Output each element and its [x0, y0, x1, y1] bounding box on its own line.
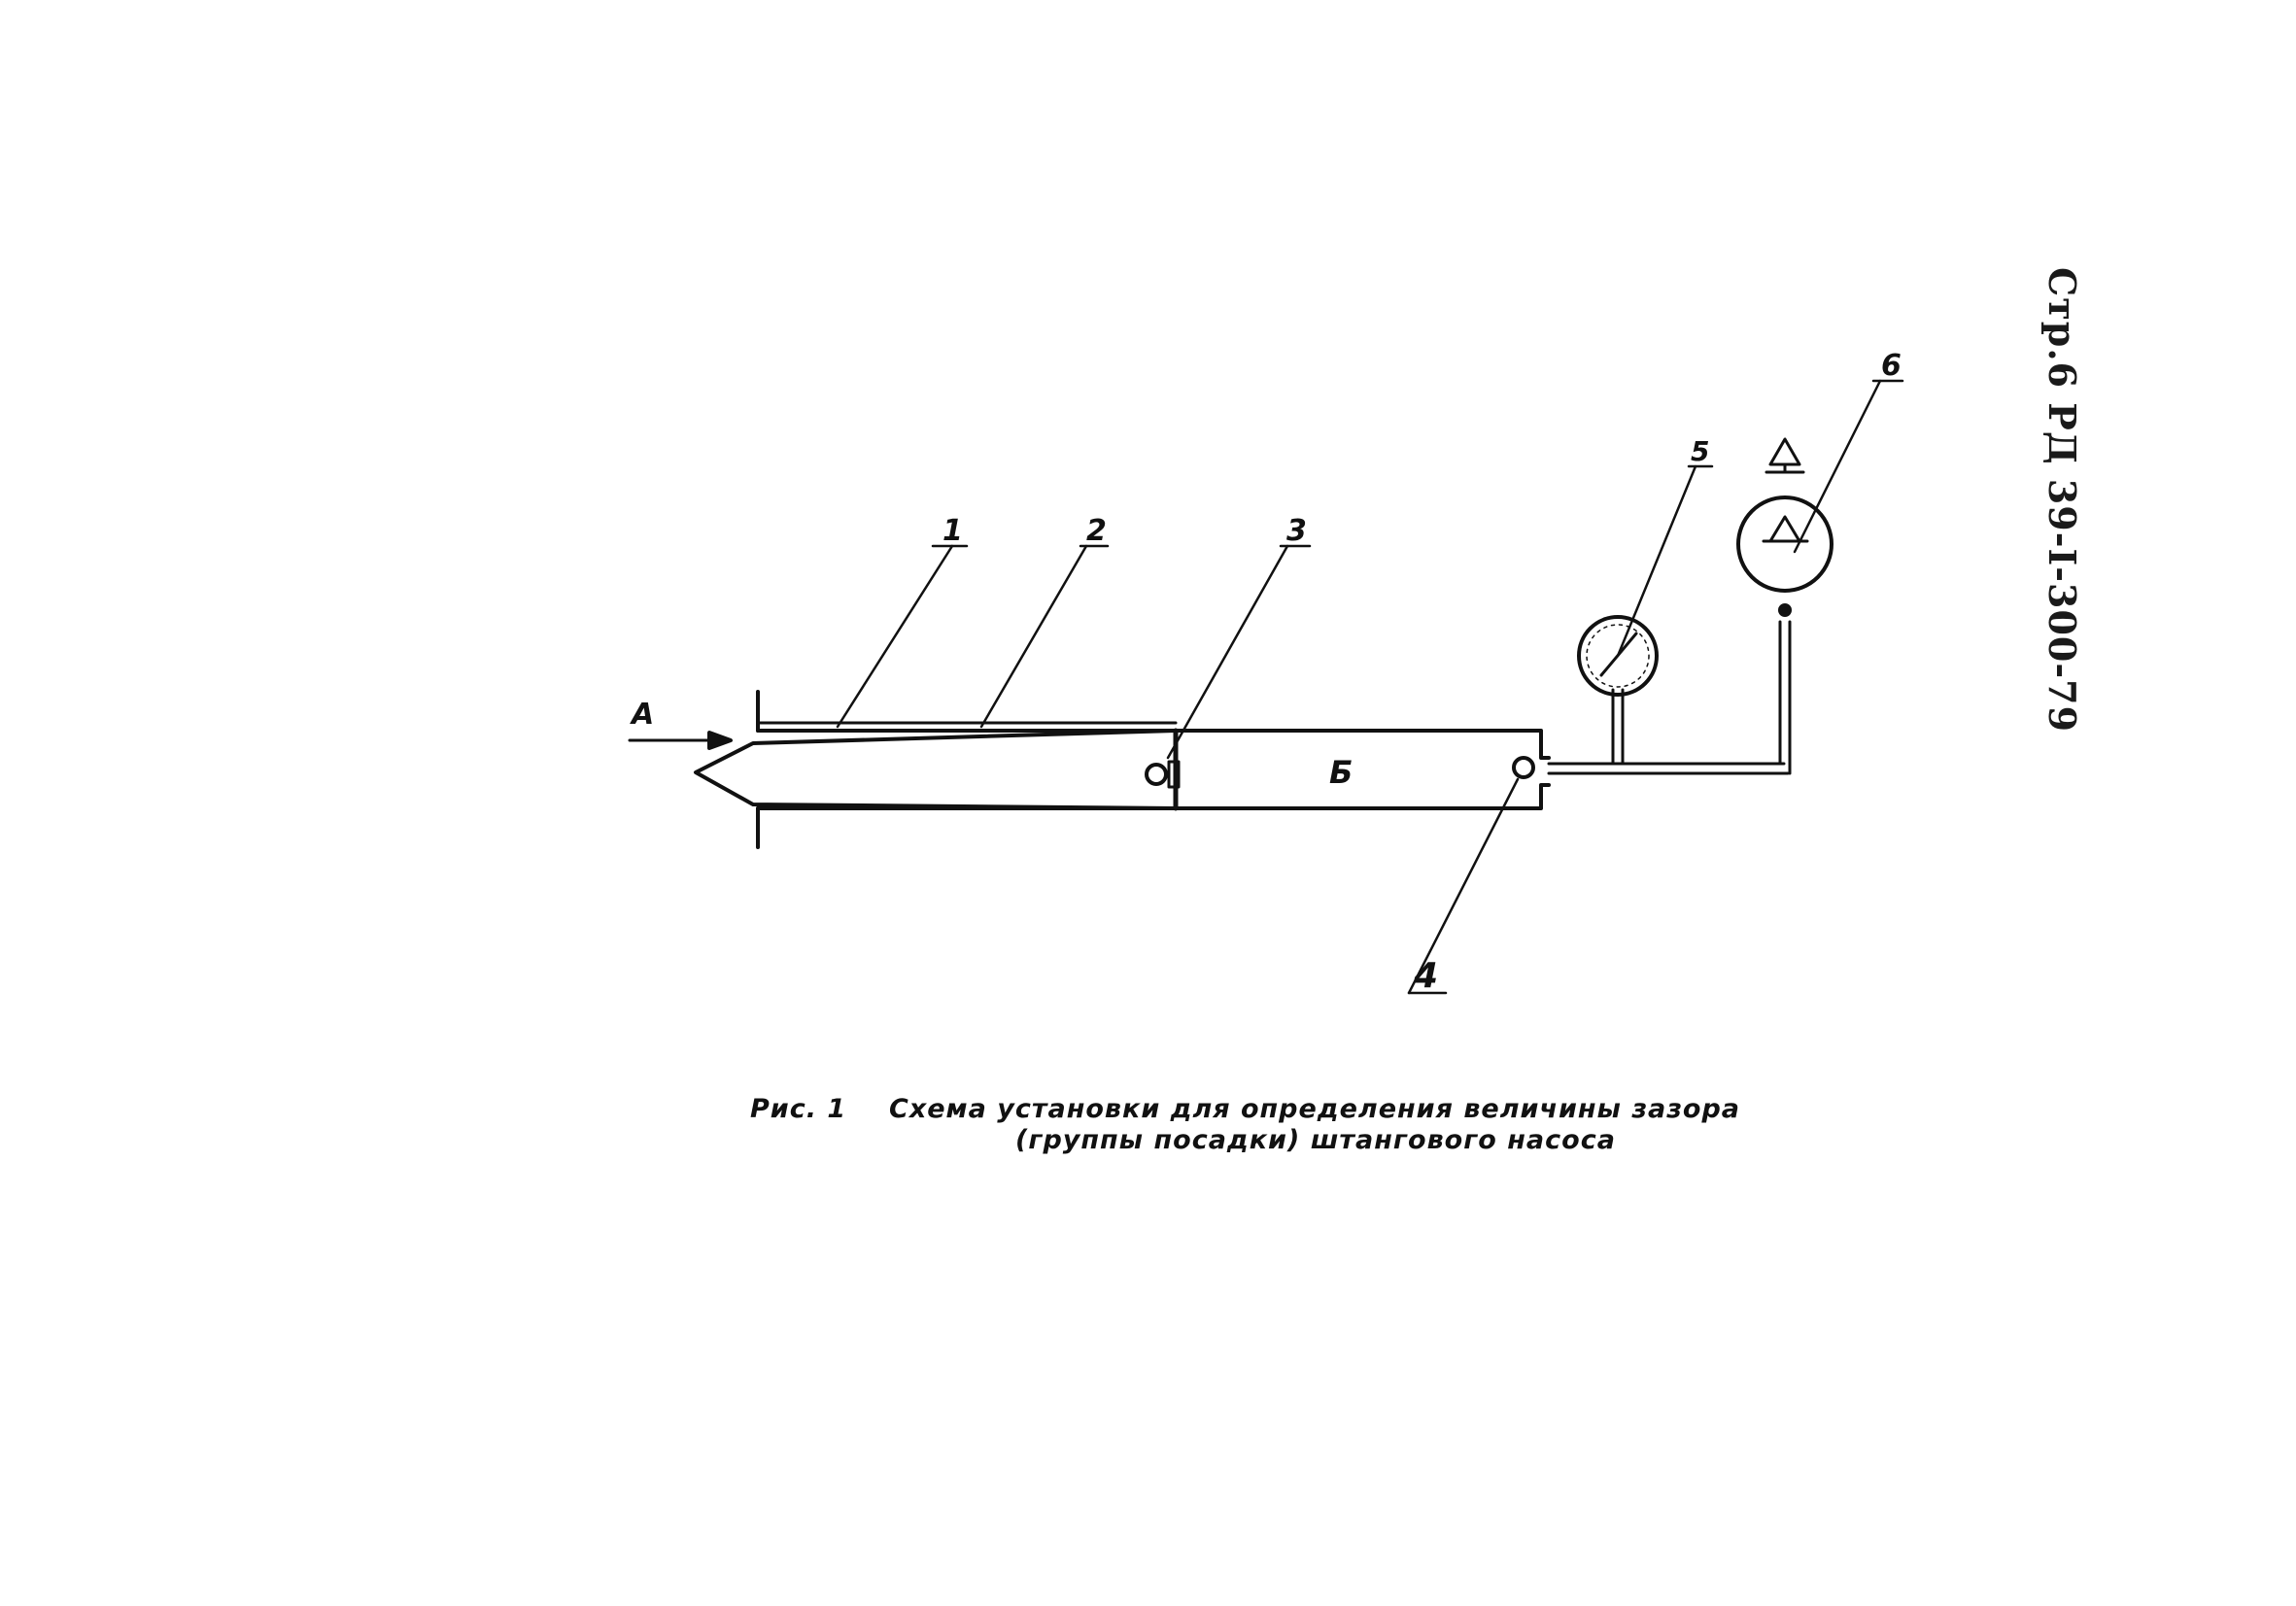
caption-line-1: Схема установки для определения величины…: [889, 1094, 1741, 1124]
leader-6: [1793, 379, 1882, 554]
flow-arrow-head: [707, 731, 733, 750]
leader-4: [1407, 777, 1520, 995]
leader-1: [836, 544, 954, 729]
leader-5: [1616, 464, 1697, 658]
callout-1: 1: [942, 514, 963, 548]
seal-ring: [1145, 763, 1168, 786]
pump-stem-dot: [1778, 603, 1792, 617]
seal-block: [1167, 760, 1181, 789]
caption-line-2: (группы посадки) штангового насоса: [1015, 1125, 1616, 1155]
cavity-label: Б: [1329, 754, 1353, 791]
cylinder-outline: [756, 729, 1551, 760]
arrow-label: А: [630, 698, 654, 732]
outlet-plug: [1512, 756, 1535, 779]
callout-6: 6: [1881, 349, 1902, 383]
leader-3: [1166, 544, 1289, 760]
callout-5: 5: [1691, 435, 1709, 467]
callout-2: 2: [1086, 514, 1107, 548]
pump-icon: [1736, 437, 1833, 593]
plunger: [694, 729, 1178, 810]
callout-3: 3: [1286, 514, 1307, 548]
leader-2: [979, 544, 1088, 729]
figure-label: Рис. 1: [750, 1094, 847, 1124]
callout-4: 4: [1413, 956, 1438, 996]
